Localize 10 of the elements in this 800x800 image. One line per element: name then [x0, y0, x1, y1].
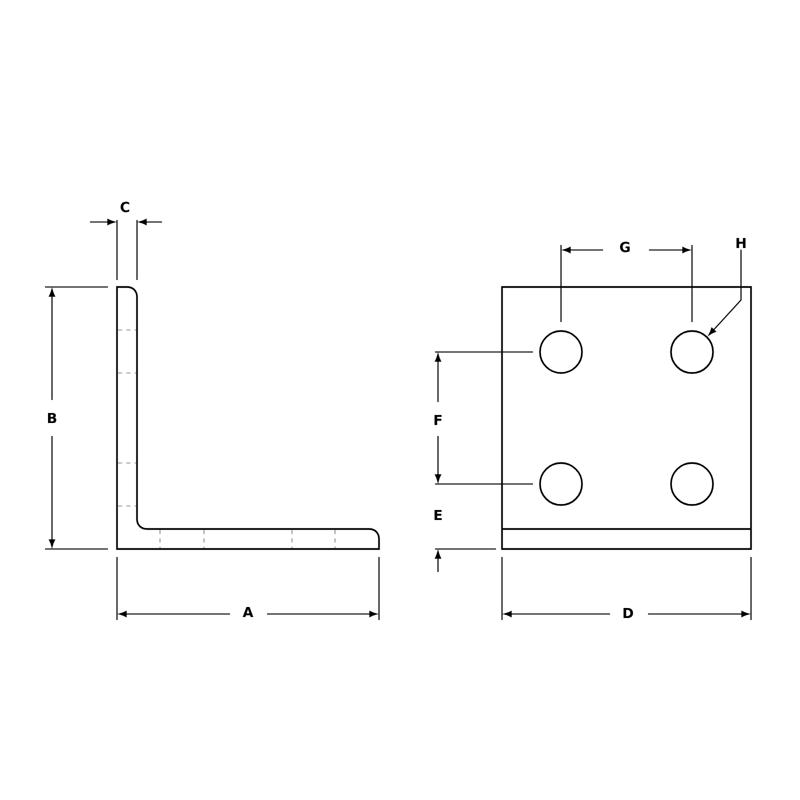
- hole: [670, 330, 714, 374]
- dimension-label: B: [48, 412, 56, 424]
- dimension-label: A: [242, 606, 254, 618]
- dimension-label: F: [434, 414, 442, 426]
- dimension-label: E: [434, 510, 442, 520]
- callout-label: H: [736, 238, 746, 248]
- leader-line: [708, 250, 742, 336]
- dimension-label: G: [620, 242, 630, 252]
- dimension-label: C: [120, 202, 130, 212]
- dimension-label: D: [624, 608, 634, 618]
